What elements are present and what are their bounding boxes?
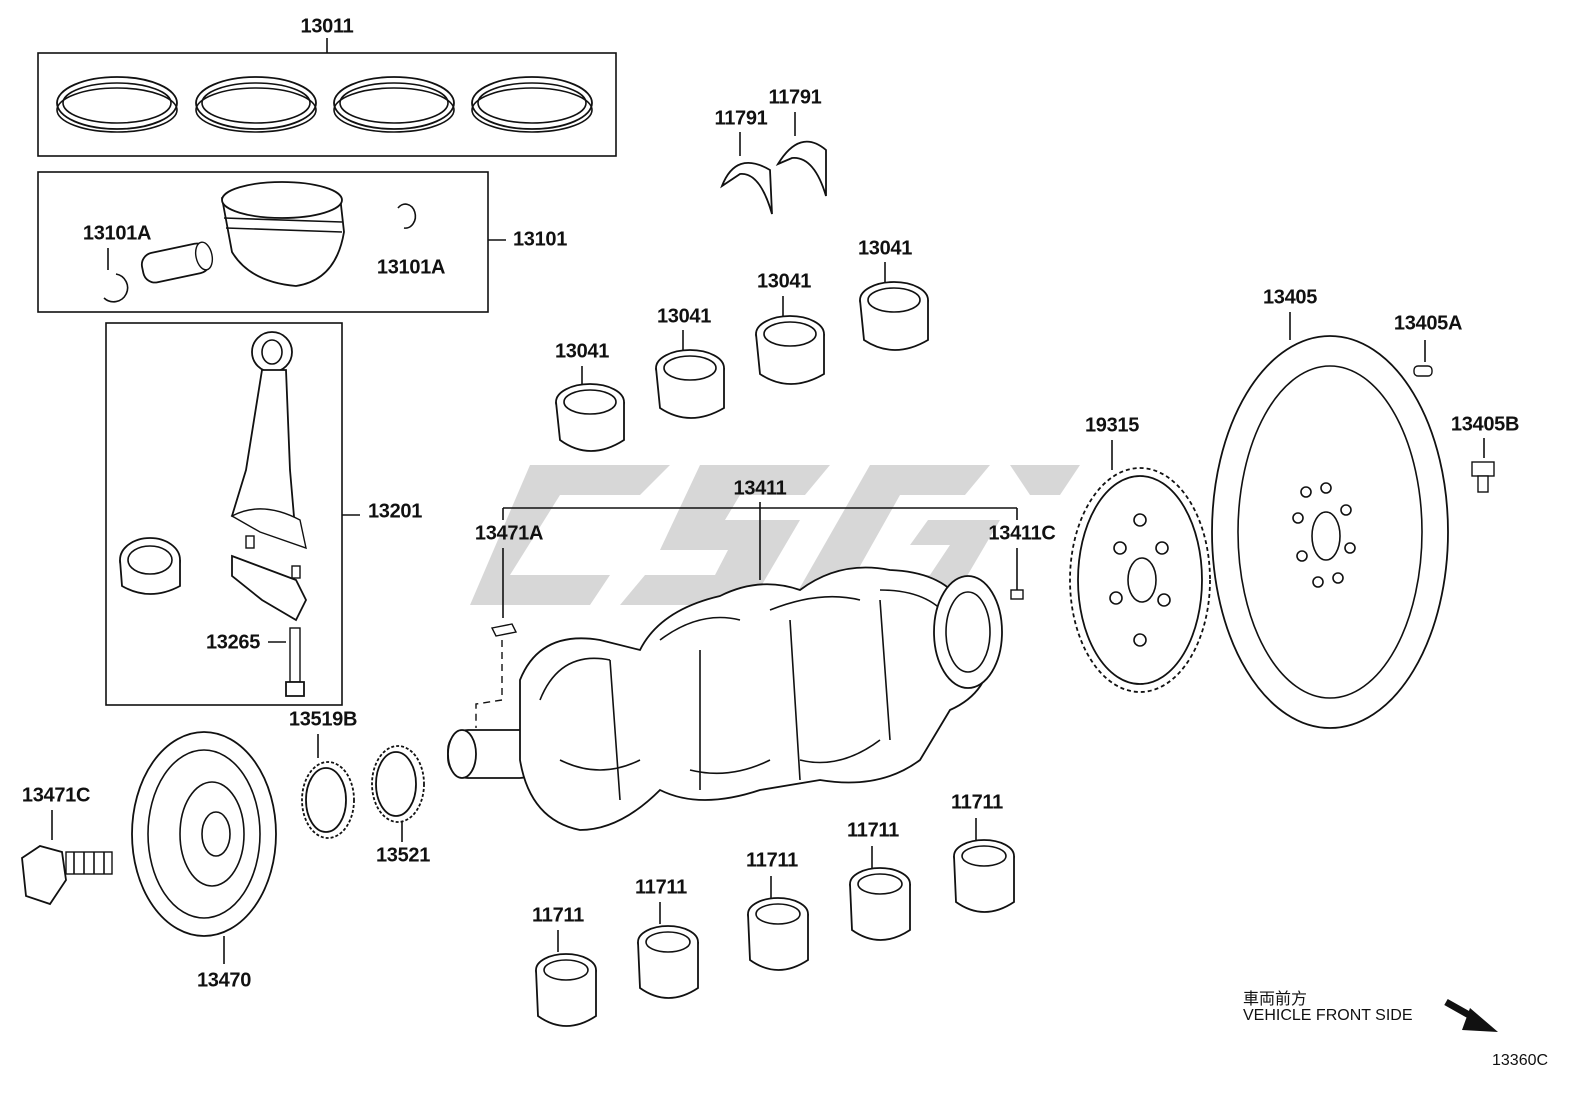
label-13471c[interactable]: 13471C (21, 784, 91, 807)
label-13101[interactable]: 13101 (512, 228, 568, 251)
label-13011[interactable]: 13011 (300, 15, 354, 38)
label-13041-d[interactable]: 13041 (857, 237, 913, 260)
label-13411[interactable]: 13411 (733, 477, 787, 500)
piston-ring-2 (195, 76, 317, 133)
thrust-washers[interactable] (720, 112, 827, 215)
label-13470[interactable]: 13470 (196, 969, 252, 992)
vehicle-front-note-jp: 車両前方 (1243, 991, 1308, 1008)
label-13519b[interactable]: 13519B (288, 708, 358, 731)
label-13041-b[interactable]: 13041 (656, 305, 712, 328)
label-13041-a[interactable]: 13041 (554, 340, 610, 363)
piston-ring-4 (471, 76, 593, 133)
label-13101a-left[interactable]: 13101A (82, 222, 152, 245)
crankshaft-group[interactable] (447, 502, 1024, 831)
label-19315[interactable]: 19315 (1084, 414, 1140, 437)
label-13405[interactable]: 13405 (1262, 286, 1318, 309)
label-13405a[interactable]: 13405A (1393, 312, 1463, 335)
piston-ring-set-group[interactable] (37, 38, 617, 157)
label-11791-left[interactable]: 11791 (714, 107, 768, 130)
label-11711-e[interactable]: 11711 (951, 791, 1003, 814)
label-11711-c[interactable]: 11711 (746, 849, 798, 872)
piston-ring-1 (56, 76, 178, 133)
label-13471a[interactable]: 13471A (474, 522, 544, 545)
label-13521[interactable]: 13521 (375, 844, 431, 867)
label-13101a-right[interactable]: 13101A (376, 256, 446, 279)
piston-group[interactable] (37, 171, 506, 313)
piston-ring-3 (333, 76, 455, 133)
label-11791-right[interactable]: 11791 (768, 86, 822, 109)
arrow-down-right-icon (1444, 998, 1498, 1032)
drive-plate[interactable] (1069, 440, 1211, 693)
connecting-rod-group[interactable] (105, 322, 360, 706)
main-bearings[interactable] (535, 818, 1015, 1027)
flywheel[interactable] (1211, 312, 1495, 729)
label-13265[interactable]: 13265 (205, 631, 261, 654)
label-13201[interactable]: 13201 (367, 500, 423, 523)
label-13041-c[interactable]: 13041 (756, 270, 812, 293)
rod-bearings[interactable] (555, 262, 929, 452)
label-13411c[interactable]: 13411C (988, 522, 1056, 545)
label-11711-b[interactable]: 11711 (635, 876, 687, 899)
diagram-code: 13360C (1492, 1052, 1549, 1069)
label-11711-d[interactable]: 11711 (847, 819, 899, 842)
vehicle-front-note-en: VEHICLE FRONT SIDE (1243, 1007, 1413, 1024)
label-11711-a[interactable]: 11711 (532, 904, 584, 927)
timing-gears[interactable] (301, 734, 425, 842)
label-13405b[interactable]: 13405B (1450, 413, 1520, 436)
crank-pulley-group[interactable] (21, 731, 277, 964)
